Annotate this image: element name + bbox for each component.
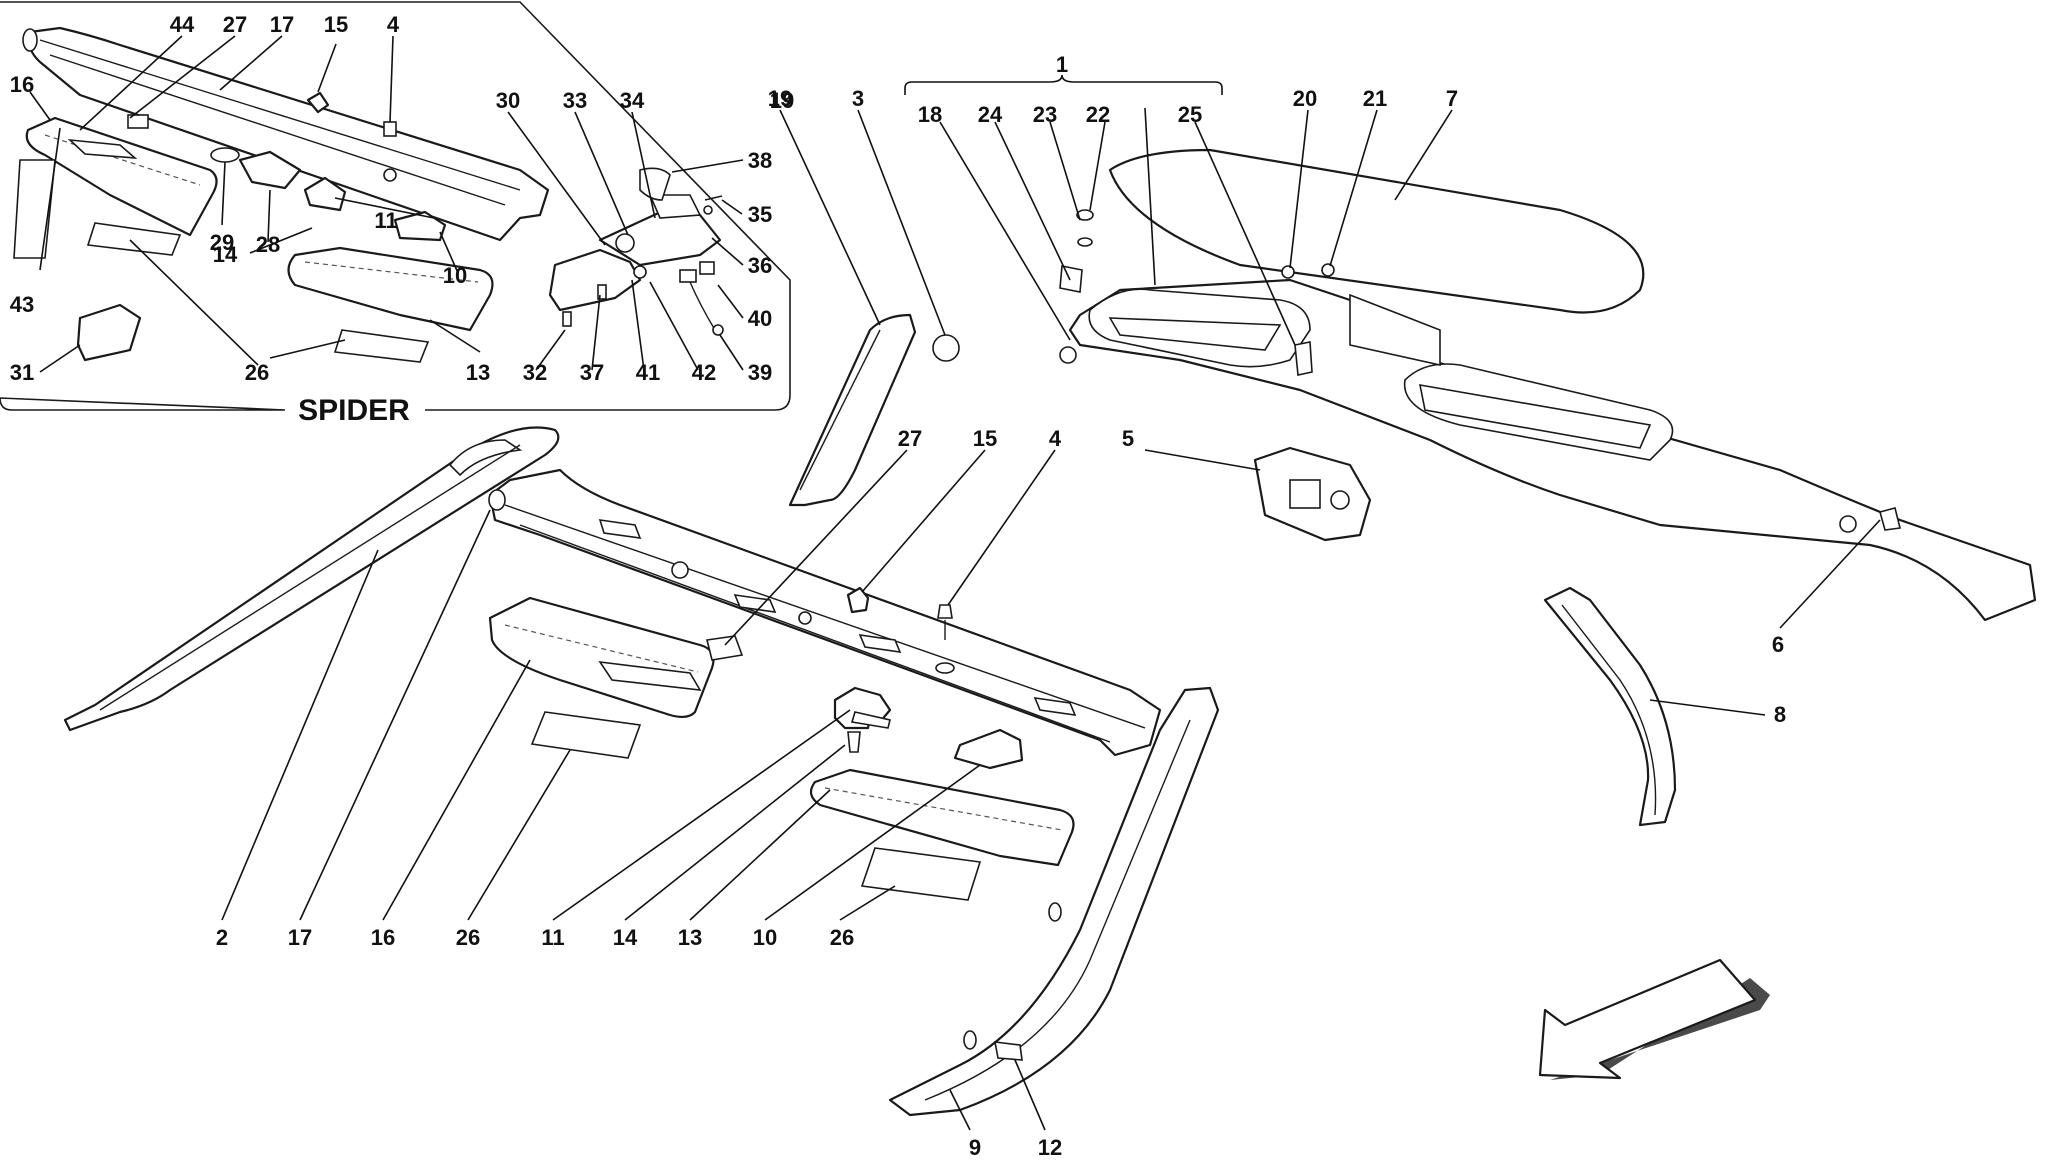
callout-label: 41: [636, 360, 660, 385]
callout-label: 3: [852, 86, 864, 111]
callout-label: 21: [1363, 86, 1387, 111]
callout-label: 35: [748, 202, 772, 227]
callout-label: 32: [523, 360, 547, 385]
arrow-icon: [1538, 958, 1770, 1080]
inset-leaders: [29, 35, 744, 373]
callout-label: 18: [918, 102, 942, 127]
callout-label: 37: [580, 360, 604, 385]
callout-label: 44: [170, 12, 195, 37]
callout-label: 19: [770, 88, 794, 113]
main-parts: [63, 148, 2037, 1117]
callout-label: 1: [1056, 52, 1068, 77]
callout-label: 27: [898, 426, 922, 451]
callout-label: 5: [1122, 426, 1134, 451]
callout-label: 17: [288, 925, 312, 950]
callout-label: 16: [371, 925, 395, 950]
callout-label: 11: [541, 925, 564, 950]
callout-label: 14: [213, 242, 238, 267]
callout-label: 13: [466, 360, 490, 385]
header-frame: [488, 468, 1162, 757]
main-callouts: 1 18 24 23 22 25 20 21 7 19 3 27 15 4 5 …: [216, 52, 1786, 1160]
inset-title: SPIDER: [298, 394, 410, 427]
inset-sun-visor-right: [287, 246, 494, 332]
callout-label: 40: [748, 306, 772, 331]
callout-label: 2: [216, 925, 228, 950]
sun-visor-left: [488, 596, 715, 719]
trim-strip: [1543, 586, 1677, 827]
callout-label: 6: [1772, 632, 1784, 657]
callout-label: 4: [1049, 426, 1062, 451]
main-leaders: [221, 74, 1881, 1131]
callout-label: 11: [374, 208, 397, 233]
callout-label: 33: [563, 88, 587, 113]
callout-label: 17: [270, 12, 294, 37]
callout-label: 36: [748, 253, 772, 278]
callout-label: 25: [1178, 102, 1202, 127]
callout-label: 27: [223, 12, 247, 37]
visor-pad-left: [530, 711, 642, 759]
inset-hinge-plate: [548, 248, 642, 312]
callout-label: 12: [1038, 1135, 1062, 1160]
callout-label: 42: [692, 360, 716, 385]
callout-label: 34: [620, 88, 645, 113]
spider-inset: SPIDER: [0, 1, 794, 427]
callout-label: 28: [256, 232, 280, 257]
callout-label: 23: [1033, 102, 1057, 127]
b-pillar-trim: [788, 313, 917, 507]
armrest-pad: [1108, 148, 1645, 314]
callout-label: 7: [1446, 86, 1458, 111]
callout-label: 13: [678, 925, 702, 950]
callout-label: 20: [1293, 86, 1317, 111]
visor-pad-right: [860, 847, 982, 901]
a-pillar-trim-right: [888, 686, 1220, 1117]
callout-label: 26: [245, 360, 269, 385]
callout-label: 16: [10, 72, 34, 97]
callout-label: 15: [324, 12, 348, 37]
callout-label: 24: [978, 102, 1003, 127]
callout-label: 29: [210, 230, 234, 255]
callout-label: 26: [830, 925, 854, 950]
sun-visor-right: [809, 768, 1075, 867]
callout-label: 22: [1086, 102, 1110, 127]
callout-label: 39: [748, 360, 772, 385]
inset-sun-visor: [25, 116, 218, 237]
callout-label: 26: [456, 925, 480, 950]
callout-label: 43: [10, 292, 34, 317]
callout-label: 4: [387, 12, 400, 37]
inset-callouts: 44 27 17 15 4 16 30 33 34 19 38 35 36 40…: [10, 12, 794, 385]
inset-bracket: [76, 303, 142, 362]
callout-label: 30: [496, 88, 520, 113]
callout-label: 14: [613, 925, 638, 950]
callout-label: 19: [768, 86, 792, 111]
callout-label: 10: [753, 925, 777, 950]
callout-label: 9: [969, 1135, 981, 1160]
callout-label: 10: [443, 263, 467, 288]
callout-label: 15: [973, 426, 997, 451]
callout-label: 38: [748, 148, 772, 173]
callout-label: 8: [1774, 702, 1786, 727]
callout-label: 31: [10, 360, 34, 385]
